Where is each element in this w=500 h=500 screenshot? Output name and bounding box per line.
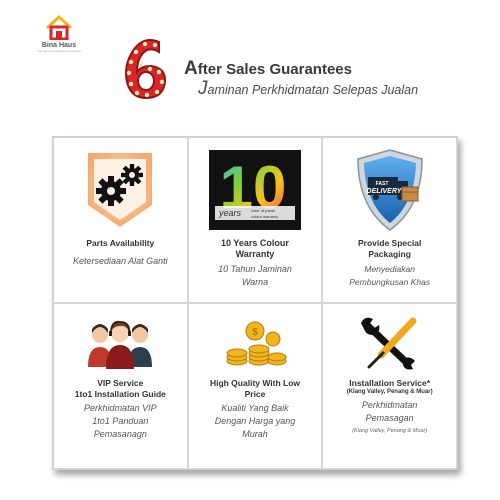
feature-desc: Perkhidmatan Pemasagan	[361, 400, 418, 423]
delivery-shield-icon: FAST DELIVERY	[356, 149, 423, 231]
marquee-six-icon: 6	[125, 39, 167, 100]
badge-line1: color of panel	[251, 208, 275, 213]
feature-desc: 10 Tahun Jaminan Warna	[218, 264, 292, 287]
badge-word: years	[218, 208, 242, 218]
badge-line2: colour warranty	[251, 214, 278, 219]
feature-note: (Klang Valley, Penang & Muar)	[352, 428, 428, 434]
brand-tagline: Your Home Improvement Partner	[37, 49, 81, 53]
support-team-icon	[88, 320, 153, 369]
page-title: After Sales Guarantees	[184, 58, 352, 79]
gold-coins-icon: $	[226, 321, 287, 366]
feature-desc: Menyediakan Pembungkusan Khas	[349, 264, 431, 287]
gears-icon	[88, 153, 153, 227]
page-subtitle: Jaminan Perkhidmatan Selepas Jualan	[198, 78, 419, 99]
feature-desc: Ketersediaan Alat Ganti	[72, 256, 168, 266]
shield-text: DELIVERY	[366, 188, 402, 195]
feature-vip-service: VIP Service 1to1 Installation Guide Perk…	[53, 303, 188, 469]
feature-title: VIP Service	[97, 378, 144, 388]
feature-installation-service: Installation Service* (Klang Valley, Pen…	[322, 303, 457, 469]
feature-desc: Kualiti Yang Baik Dengan Harga yang Mura…	[214, 403, 296, 439]
feature-area: (Klang Valley, Penang & Muar)	[346, 389, 433, 395]
feature-title: Provide Special Packaging	[358, 238, 422, 259]
svg-text:$: $	[252, 327, 258, 338]
feature-title: High Quality With Low Price	[209, 378, 301, 399]
brand-name: Bina Haus	[41, 42, 77, 49]
shield-text-top: FAST	[375, 181, 388, 187]
tools-icon	[360, 317, 417, 370]
feature-title: 10 Years Colour Warranty	[221, 238, 289, 259]
house-logo-icon	[45, 14, 73, 40]
feature-special-packaging: FAST DELIVERY Provide Special Packaging …	[322, 137, 457, 303]
guarantee-grid: Parts Availability Ketersediaan Alat Gan…	[52, 136, 458, 470]
feature-title: Installation Service*	[349, 378, 431, 388]
feature-colour-warranty: 10 years color of panel colour warranty …	[187, 137, 323, 303]
feature-title: Parts Availability	[86, 238, 155, 248]
feature-parts-availability: Parts Availability Ketersediaan Alat Gan…	[53, 137, 188, 303]
brand-logo: Bina Haus Your Home Improvement Partner	[30, 14, 88, 53]
feature-desc: Perkhidmatan VIP 1to1 Panduan Pemasanagn	[84, 403, 157, 439]
ten-years-badge-icon: 10 years color of panel colour warranty	[208, 150, 301, 230]
feature-title-line2: 1to1 Installation Guide	[74, 389, 166, 399]
feature-high-quality: $ High Quality With Low Price Kualiti Ya…	[187, 303, 323, 469]
